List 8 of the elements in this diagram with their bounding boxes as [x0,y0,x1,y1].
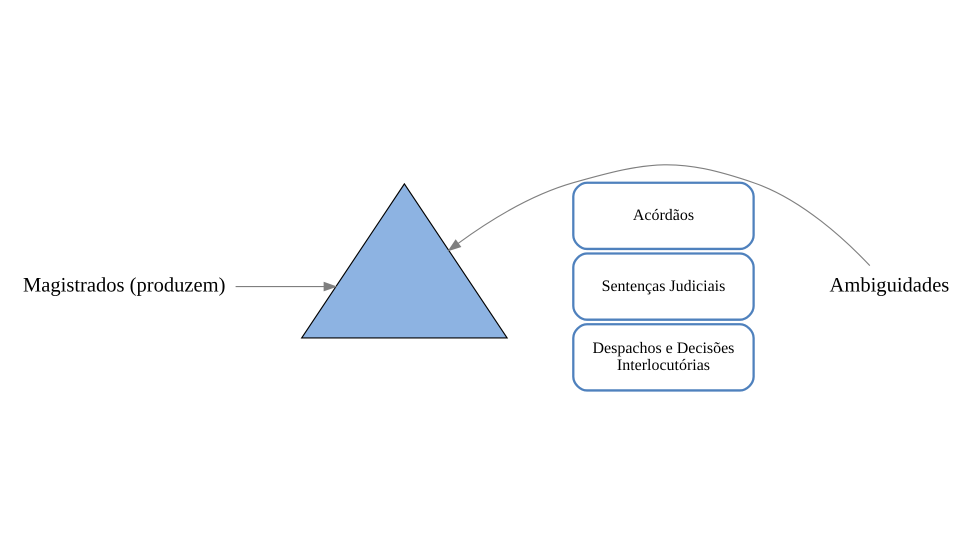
arrow [448,164,870,266]
node-box: Despachos e Decisões Interlocutórias [572,322,755,392]
node-triangle [300,182,508,338]
node-text: Magistrados (produzem) [23,274,226,296]
node-text: Ambiguidades [830,274,950,296]
node-box: Acórdãos [572,181,755,250]
arrow [236,281,338,291]
node-box: Sentenças Judiciais [572,252,755,320]
